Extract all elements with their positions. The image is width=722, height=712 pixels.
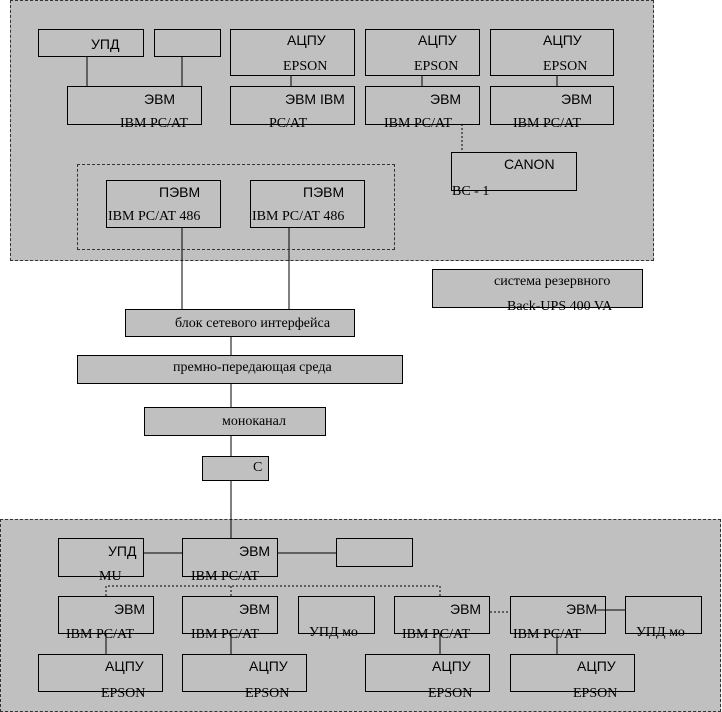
backup-power-box: система резервного Back-UPS 400 VA [432, 269, 643, 314]
canon-printer-box: CANON BC - 1 [451, 152, 577, 199]
blank-device-box [154, 29, 221, 57]
aczpu-box-d: АЦПУ EPSON [510, 654, 635, 701]
aczpu-box-1: АЦПУ EPSON [230, 29, 355, 76]
blank-device-box-bottom [336, 538, 413, 567]
upd-box-mid: УПД мо [298, 596, 375, 640]
pevm-box-1: ПЭВМ IBM PC/AT 486 [106, 180, 221, 228]
evm-box-1: ЭВМ IBM PC/AT [67, 86, 202, 131]
evm-box-4: ЭВМ IBM PC/AT [490, 86, 614, 131]
bottom-region [0, 519, 721, 712]
evm-box-d: ЭВМ IBM PC/AT [510, 596, 606, 642]
dotted-evm-main-branches [105, 585, 441, 596]
evm-box-a: ЭВМ IBM PC/AT [58, 596, 154, 642]
network-interface-box: блок сетевого интерфейса [125, 309, 355, 337]
evm-main-box: ЭВМ IBM PC/AT [182, 538, 278, 584]
monochannel-box: моноканал [144, 407, 326, 436]
medium-box: премно-передающая среда [77, 355, 403, 384]
pevm-box-2: ПЭВМ IBM PC/AT 486 [250, 180, 365, 228]
upd-box-right: УПД мо [625, 596, 702, 640]
evm-box-c: ЭВМ IBM PC/AT [394, 596, 490, 642]
evm-box-3: ЭВМ IBM PC/AT [365, 86, 480, 131]
c-box: С [202, 456, 269, 481]
pevm-group [77, 164, 395, 250]
upd-box: УПД [38, 29, 144, 57]
aczpu-box-c: АЦПУ EPSON [365, 654, 490, 701]
upd-mu-box: УПД MU [58, 538, 144, 584]
evm-box-b: ЭВМ IBM PC/AT [182, 596, 278, 642]
aczpu-box-2: АЦПУ EPSON [365, 29, 480, 76]
aczpu-box-3: АЦПУ EPSON [490, 29, 614, 76]
aczpu-box-a: АЦПУ EPSON [38, 654, 163, 701]
aczpu-box-b: АЦПУ EPSON [182, 654, 307, 701]
evm-box-2: ЭВМ IBM PC/AT [230, 86, 355, 131]
top-region [10, 0, 654, 261]
